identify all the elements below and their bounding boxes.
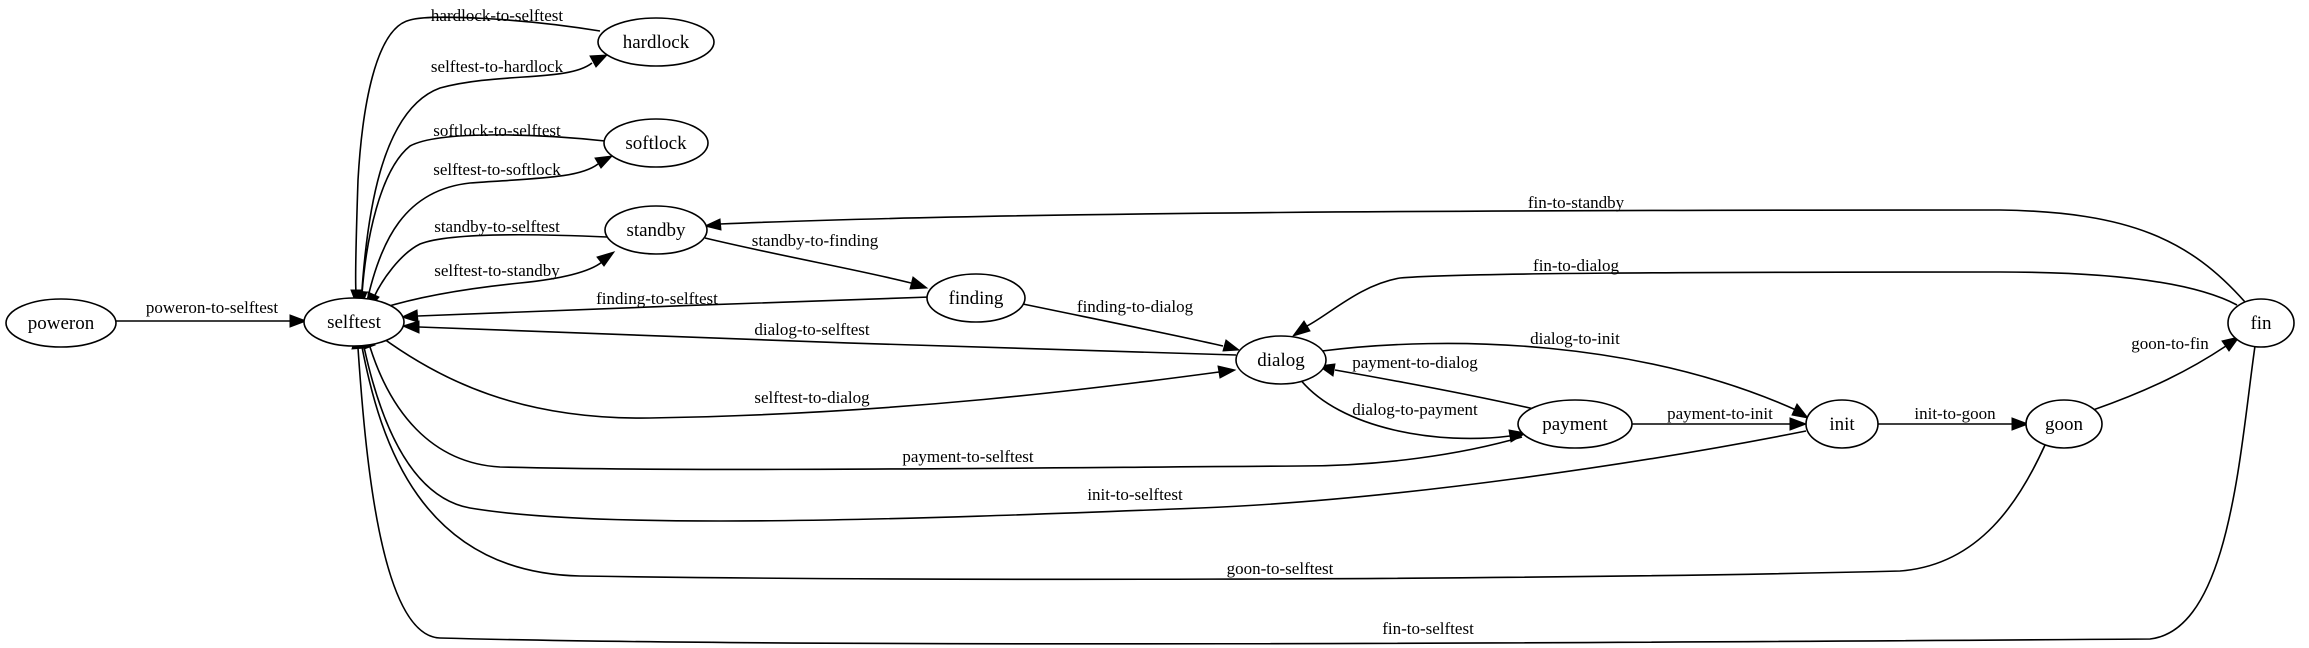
edge-label: payment-to-dialog — [1352, 353, 1478, 372]
edge-label: finding-to-selftest — [596, 289, 718, 308]
edge-label: selftest-to-standby — [434, 261, 560, 280]
edge-label: dialog-to-payment — [1352, 400, 1478, 419]
node-standby: standby — [604, 205, 708, 255]
node-hardlock: hardlock — [597, 17, 715, 67]
edge-label: init-to-selftest — [1087, 485, 1183, 504]
edge-selftest-to-dialog: selftest-to-dialog — [379, 335, 1237, 419]
edge-selftest-to-softlock: selftest-to-softlock — [365, 155, 614, 307]
node-label: finding — [949, 288, 1004, 309]
node-selftest: selftest — [303, 297, 405, 347]
node-label: selftest — [327, 312, 382, 333]
node-label: dialog — [1257, 350, 1305, 371]
edge-fin-to-dialog: fin-to-dialog — [1291, 256, 2238, 337]
node-fin: fin — [2227, 298, 2295, 348]
node-poweron: poweron — [5, 298, 117, 348]
node-label: poweron — [28, 313, 95, 334]
edge-goon-to-fin: goon-to-fin — [2092, 334, 2241, 411]
edge-payment-to-init: payment-to-init — [1632, 404, 1808, 431]
edge-fin-to-standby: fin-to-standby — [703, 193, 2246, 303]
node-finding: finding — [926, 273, 1026, 323]
edge-label: hardlock-to-selftest — [431, 6, 563, 25]
edge-label: fin-to-dialog — [1533, 256, 1619, 275]
edge-label: softlock-to-selftest — [433, 121, 561, 140]
edge-label: init-to-goon — [1914, 404, 1996, 423]
edge-selftest-to-hardlock: selftest-to-hardlock — [360, 54, 609, 306]
edge-dialog-to-payment: dialog-to-payment — [1298, 377, 1528, 443]
edge-label: selftest-to-dialog — [754, 388, 870, 407]
edge-dialog-to-init: dialog-to-init — [1321, 329, 1810, 419]
node-label: softlock — [625, 133, 687, 154]
edge-payment-to-dialog: payment-to-dialog — [1317, 353, 1535, 410]
node-dialog: dialog — [1235, 335, 1327, 385]
edge-label: fin-to-selftest — [1382, 619, 1474, 638]
edge-label: standby-to-finding — [752, 231, 879, 250]
edge-label: dialog-to-selftest — [754, 320, 869, 339]
node-label: hardlock — [623, 32, 690, 53]
edge-label: poweron-to-selftest — [146, 298, 278, 317]
edge-label: selftest-to-softlock — [433, 160, 561, 179]
node-label: fin — [2250, 313, 2272, 334]
edge-label: goon-to-selftest — [1227, 559, 1334, 578]
edge-init-to-goon: init-to-goon — [1877, 404, 2030, 431]
edge-poweron-to-selftest: poweron-to-selftest — [115, 298, 308, 328]
edge-goon-to-selftest: goon-to-selftest — [355, 329, 2046, 581]
edge-label: selftest-to-hardlock — [431, 57, 564, 76]
edge-standby-to-finding: standby-to-finding — [704, 231, 929, 290]
edge-standby-to-selftest: standby-to-selftest — [367, 217, 608, 311]
edge-finding-to-dialog: finding-to-dialog — [1017, 297, 1241, 352]
node-payment: payment — [1517, 399, 1633, 449]
node-goon: goon — [2025, 399, 2103, 449]
edge-label: fin-to-standby — [1528, 193, 1625, 212]
node-init: init — [1805, 399, 1879, 449]
edge-label: dialog-to-init — [1530, 329, 1620, 348]
node-label: standby — [626, 220, 686, 241]
edge-label: payment-to-selftest — [902, 447, 1034, 466]
node-label: payment — [1542, 414, 1608, 435]
edge-label: payment-to-init — [1667, 404, 1773, 423]
edge-label: finding-to-dialog — [1077, 297, 1194, 316]
node-softlock: softlock — [603, 118, 709, 168]
edge-finding-to-selftest: finding-to-selftest — [400, 289, 931, 323]
node-label: goon — [2045, 414, 2084, 435]
edge-selftest-to-standby: selftest-to-standby — [378, 251, 616, 310]
edge-label: goon-to-fin — [2131, 334, 2209, 353]
edge-label: standby-to-selftest — [434, 217, 560, 236]
node-label: init — [1829, 414, 1855, 435]
edge-dialog-to-selftest: dialog-to-selftest — [401, 320, 1237, 356]
edge-payment-to-selftest: payment-to-selftest — [363, 330, 1523, 471]
